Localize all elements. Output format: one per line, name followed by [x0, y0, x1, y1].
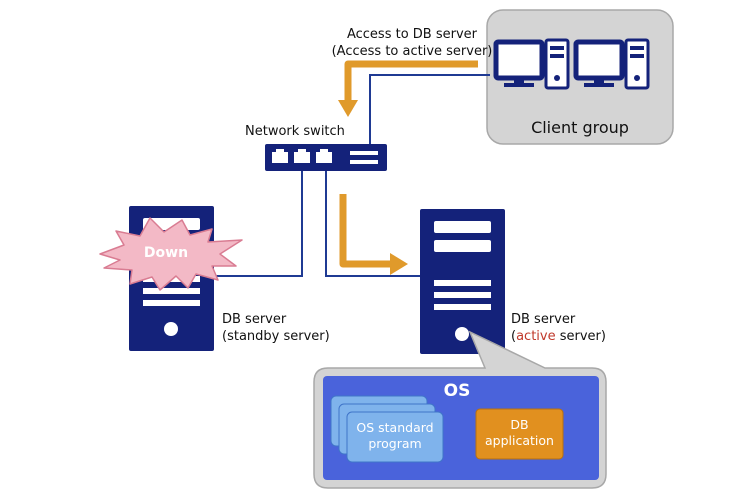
active-server-label-prefix: ( [511, 329, 517, 344]
db-application-label-line1: DB [510, 417, 529, 432]
active-server-label-highlight: active [516, 329, 556, 344]
os-title: OS [443, 381, 471, 401]
switch-to-active-link [325, 170, 420, 277]
access-arrow-right-icon [339, 194, 408, 275]
access-label-line2: (Access to active server) [331, 44, 493, 59]
os-standard-program-card [346, 411, 444, 463]
down-burst-icon [99, 217, 243, 291]
active-server-label-line2: (active server) [511, 328, 606, 345]
client-to-switch-link [369, 74, 490, 145]
standby-server-label-line2: (standby server) [222, 329, 330, 344]
active-server-label-line1: DB server [511, 312, 576, 327]
access-label: Access to DB server (Access to active se… [322, 26, 502, 60]
down-badge-text: Down [143, 245, 189, 261]
network-switch-icon [265, 144, 387, 171]
active-server-label-suffix: server) [555, 329, 606, 344]
switch-to-standby-link [212, 170, 303, 277]
client-pc-icon [493, 38, 570, 90]
standby-server-label: DB server (standby server) [222, 311, 330, 345]
os-standard-program-label: OS standard program [356, 420, 434, 451]
db-application-card [475, 408, 564, 460]
db-application-label: DB application [476, 417, 563, 449]
active-server-label: DB server (active server) [511, 311, 606, 345]
access-arrow-down-icon [338, 60, 478, 117]
standby-server-label-line1: DB server [222, 312, 287, 327]
access-label-line1: Access to DB server [346, 27, 478, 42]
client-pc-icon [573, 38, 650, 90]
active-server-icon [420, 209, 505, 354]
network-switch-label: Network switch [245, 124, 345, 139]
db-application-label-line2: application [485, 433, 554, 448]
client-group-label: Client group [531, 118, 629, 137]
